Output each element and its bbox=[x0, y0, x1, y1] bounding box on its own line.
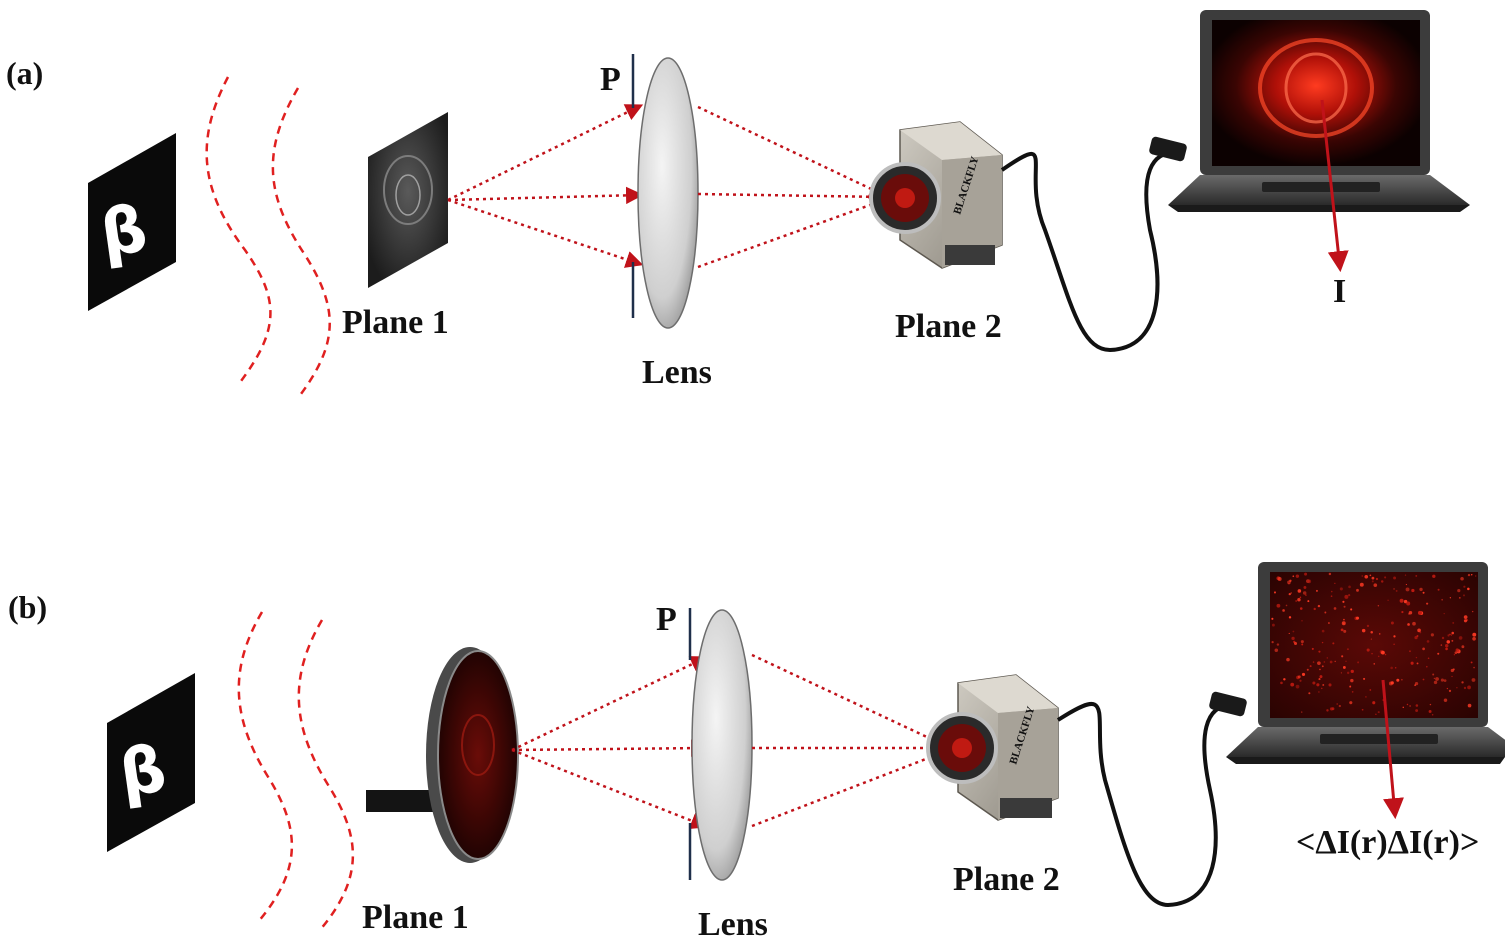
object-glyph-a: β bbox=[96, 192, 152, 272]
output-arrow-b bbox=[1381, 679, 1404, 820]
output-label-a: I bbox=[1333, 273, 1346, 310]
camera-b: BLACKFLY bbox=[926, 674, 1059, 821]
rotating-diffuser-b bbox=[366, 647, 519, 863]
plane1-label-a: Plane 1 bbox=[342, 304, 449, 341]
cable-a bbox=[1000, 149, 1181, 353]
output-arrow-a bbox=[1320, 99, 1349, 273]
laptop-screen-a bbox=[1212, 20, 1420, 166]
camera-a: BLACKFLY bbox=[869, 121, 1003, 269]
cable-b bbox=[1056, 701, 1233, 908]
rays-a-output bbox=[697, 105, 888, 269]
lens-a bbox=[637, 57, 699, 329]
lens-b bbox=[691, 609, 753, 881]
laptop-a bbox=[1168, 10, 1470, 212]
p-label-a: P bbox=[600, 61, 621, 98]
p-label-b: P bbox=[656, 601, 677, 638]
object-slide-b: β bbox=[107, 673, 195, 852]
rays-a-input bbox=[447, 104, 644, 268]
object-glyph-b: β bbox=[115, 732, 171, 812]
panel-a: (a) β Plane 1 P bbox=[6, 10, 1470, 399]
plane1-pattern-a bbox=[368, 112, 448, 288]
panel-b: (b) β Plane 1 P bbox=[8, 562, 1505, 940]
lens-label-a: Lens bbox=[642, 354, 712, 391]
plane2-label-a: Plane 2 bbox=[895, 308, 1002, 345]
lens-label-b: Lens bbox=[698, 906, 768, 940]
panel-b-label: (b) bbox=[8, 589, 47, 625]
plane1-label-b: Plane 1 bbox=[362, 899, 469, 936]
rays-b-output bbox=[751, 653, 948, 828]
panel-a-label: (a) bbox=[6, 55, 43, 91]
speckle-pattern-b bbox=[1271, 572, 1477, 716]
output-label-b: <ΔI(r)ΔI(r)> bbox=[1296, 824, 1479, 861]
laptop-screen-b bbox=[1270, 572, 1478, 718]
wavefronts-b bbox=[237, 611, 355, 931]
plane2-label-b: Plane 2 bbox=[953, 861, 1060, 898]
laptop-b bbox=[1226, 562, 1505, 764]
rays-b-input bbox=[511, 656, 709, 830]
wavefronts-a bbox=[205, 76, 331, 399]
object-slide-a: β bbox=[88, 133, 176, 311]
